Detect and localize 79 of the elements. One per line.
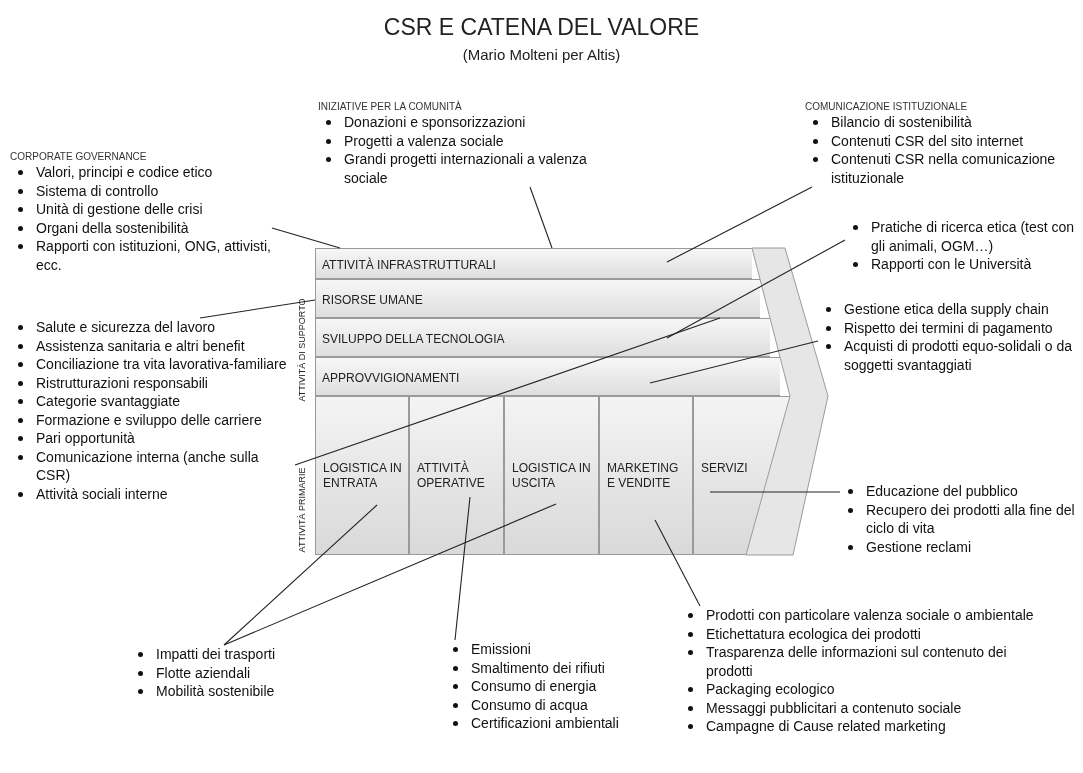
- activity-label: LOGISTICA IN USCITA: [512, 461, 592, 491]
- bullet-text: Prodotti con particolare valenza sociale o ambientale: [706, 606, 1034, 625]
- bullet-text: Campagne di Cause related marketing: [706, 717, 946, 736]
- group-heading: INIZIATIVE PER LA COMUNITÀ: [318, 100, 462, 113]
- bullet-text: Attività sociali interne: [36, 484, 168, 503]
- bullet-text: Educazione del pubblico: [866, 482, 1018, 501]
- bullet-text: Comunicazione interna (anche sulla CSR): [36, 447, 260, 485]
- leader-line: [294, 317, 721, 466]
- group-heading: CORPORATE GOVERNANCE: [10, 150, 147, 163]
- bullet-text: Mobilità sostenibile: [156, 682, 275, 701]
- leader-line: [223, 504, 378, 646]
- bullet-text: Consumo di energia: [471, 677, 597, 696]
- bullet-text: Flotte aziendali: [156, 663, 251, 682]
- bullet-text: Progetti a valenza sociale: [344, 131, 504, 150]
- bullet-text: Impatti dei trasporti: [156, 645, 276, 664]
- leader-line: [271, 227, 341, 249]
- bullet-text: Consumo di acqua: [471, 695, 588, 714]
- bullet-text: Formazione e sviluppo delle carriere: [36, 410, 262, 429]
- activity-label: SERVIZI: [701, 461, 749, 476]
- primary-activity-column: [599, 396, 693, 555]
- bullet-text: Trasparenza delle informazioni sul contenuto dei prodotti: [706, 643, 1008, 680]
- bullet-text: Messaggi pubblicitari a contenuto sociale: [706, 698, 962, 717]
- bullet-text: Emissioni: [471, 640, 531, 659]
- activity-label: RISORSE UMANE: [322, 292, 423, 307]
- bullet-text: Gestione etica della supply chain: [844, 300, 1049, 319]
- leader-line: [709, 491, 841, 493]
- primary-activity-column: [315, 396, 409, 555]
- activity-label: ATTIVITÀ OPERATIVE: [417, 461, 486, 491]
- bullet-text: Grandi progetti internazionali a valenza sociale: [344, 150, 588, 187]
- bullet-text: Salute e sicurezza del lavoro: [36, 318, 215, 337]
- section-label: ATTIVITÀ DI SUPPORTO: [297, 298, 307, 402]
- support-activity-bar: [315, 357, 780, 396]
- leader-line: [654, 519, 701, 607]
- primary-activity-column: [409, 396, 504, 555]
- bullet-text: Bilancio di sostenibilità: [831, 113, 972, 132]
- bullet-text: Etichettatura ecologica dei prodotti: [706, 624, 921, 643]
- activity-label: MARKETING E VENDITE: [607, 461, 680, 491]
- primary-activity-column: [504, 396, 599, 555]
- bullet-text: Conciliazione tra vita lavorativa-familiare: [36, 355, 287, 374]
- leader-line: [666, 239, 846, 339]
- bullet-text: Ristrutturazioni responsabili: [36, 373, 208, 392]
- bullet-text: Acquisti di prodotti equo-solidali o da soggetti svantaggiati: [844, 337, 1074, 374]
- bullet-text: Contenuti CSR nella comunicazione istituzionale: [831, 150, 1057, 187]
- leader-line: [529, 186, 553, 249]
- subtitle: (Mario Molteni per Altis): [462, 46, 621, 63]
- bullet-text: Categorie svantaggiate: [36, 392, 180, 411]
- bullet-text: Gestione reclami: [866, 537, 972, 556]
- bullet-text: Rapporti con istituzioni, ONG, attivisti, ecc.: [36, 237, 272, 274]
- bullet-text: Smaltimento dei rifiuti: [471, 658, 605, 677]
- leader-line: [223, 503, 557, 646]
- margin-chevron: [745, 247, 830, 557]
- bullet-text: Sistema di controllo: [36, 181, 159, 200]
- activity-label: LOGISTICA IN ENTRATA: [323, 461, 403, 491]
- leader-line: [454, 496, 471, 641]
- bullet-text: Rapporti con le Università: [871, 255, 1032, 274]
- bullet-text: Pari opportunità: [36, 429, 135, 448]
- bullet-text: Recupero dei prodotti alla fine del ciclo di vita: [866, 500, 1076, 538]
- section-label: ATTIVITÀ PRIMARIE: [297, 467, 307, 553]
- group-heading: COMUNICAZIONE ISTITUZIONALE: [805, 100, 968, 113]
- leader-line: [199, 299, 316, 319]
- activity-label: APPROVVIGIONAMENTI: [322, 370, 460, 385]
- bullet-text: Assistenza sanitaria e altri benefit: [36, 336, 245, 355]
- leader-line: [666, 186, 813, 263]
- diagram-title: CSR E CATENA DEL VALORE: [383, 14, 700, 41]
- bullet-text: Contenuti CSR del sito internet: [831, 131, 1024, 150]
- bullet-text: Packaging ecologico: [706, 680, 835, 699]
- leader-line: [649, 340, 819, 384]
- activity-label: SVILUPPO DELLA TECNOLOGIA: [322, 331, 505, 346]
- bullet-text: Donazioni e sponsorizzazioni: [344, 113, 526, 132]
- bullet-text: Unità di gestione delle crisi: [36, 200, 203, 219]
- bullet-text: Rispetto dei termini di pagamento: [844, 318, 1053, 337]
- bullet-text: Organi della sostenibilità: [36, 218, 189, 237]
- activity-label: ATTIVITÀ INFRASTRUTTURALI: [322, 257, 496, 272]
- bullet-text: Valori, principi e codice etico: [36, 163, 213, 182]
- support-activity-bar: [315, 318, 770, 357]
- support-activity-bar: [315, 279, 760, 318]
- support-activity-bar: [315, 248, 752, 279]
- bullet-text: Certificazioni ambientali: [471, 714, 619, 733]
- bullet-text: Pratiche di ricerca etica (test con gli animali, OGM…): [871, 218, 1076, 255]
